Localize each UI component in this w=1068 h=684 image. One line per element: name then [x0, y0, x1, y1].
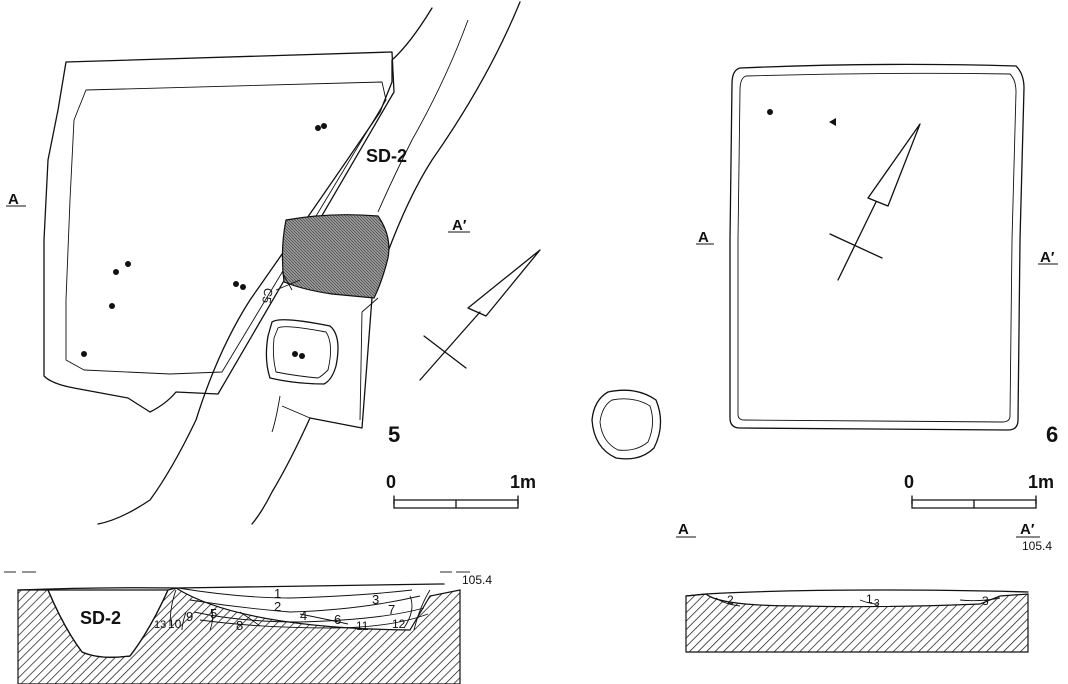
artifact-dot	[299, 353, 305, 359]
layer-label: 10	[168, 617, 182, 631]
scale-zero: 0	[904, 472, 914, 492]
layer-label: 7	[388, 602, 395, 617]
section6-subsoil-hatch	[685, 593, 1029, 653]
ditch-sd2-left-edge	[97, 7, 433, 525]
ditch-sd2-inner-contour-2	[359, 297, 379, 421]
section-end-label: A′	[1020, 521, 1035, 538]
feature-c5-marker-a	[281, 271, 293, 291]
isolated-posthole	[591, 389, 662, 460]
figure-number: 5	[388, 422, 400, 447]
pit6-outer-outline	[729, 63, 1025, 431]
section5-surface	[17, 583, 445, 591]
feature-c5-label: C5	[259, 287, 276, 305]
feature-c5-marker-b	[275, 279, 301, 291]
layer-label: 1	[274, 586, 281, 601]
layer-label: 2	[274, 599, 281, 614]
artifact-dot	[240, 284, 246, 290]
scale-bar: 0 1m	[904, 472, 1054, 509]
north-arrow-icon	[419, 249, 541, 381]
ditch-sd2-inner-contour	[377, 19, 469, 213]
layer-label: 1	[866, 592, 873, 606]
section6-surface	[685, 589, 1029, 597]
section-end-label: A′	[452, 217, 467, 234]
scale-zero: 0	[386, 472, 396, 492]
scale-end: 1m	[510, 472, 536, 492]
section-start-label: A	[698, 229, 709, 246]
section6-profile: A A′ 105.4 2 1 3 3	[676, 521, 1052, 653]
layer-label: 8	[236, 618, 243, 633]
section5-profile: 105.4 SD-2 1 2 3 4 5 6 7 8 9 10 11 12 13	[4, 571, 492, 684]
scale-bar: 0 1m	[386, 472, 536, 509]
layer-label: 12	[392, 617, 406, 631]
ditch-sd2-label: SD-2	[366, 146, 407, 166]
ditch-sd2-label: SD-2	[80, 608, 121, 628]
figure5-plan: C5 SD-2 A A′ 5	[6, 1, 541, 525]
layer-label: 11	[356, 619, 369, 633]
ditch-lower-edge	[271, 395, 311, 433]
layer-label: 2	[727, 593, 734, 607]
figure-number: 6	[1046, 422, 1058, 447]
north-arrow-icon	[829, 123, 921, 281]
layer-label: 3	[982, 594, 989, 608]
posthole-inner	[272, 326, 331, 379]
artifact-triangle	[829, 118, 836, 126]
layer-label: 4	[300, 608, 307, 623]
artifact-dot	[315, 125, 321, 131]
posthole-outer	[265, 319, 339, 385]
feature-c5-shaded	[281, 214, 390, 299]
scale-end: 1m	[1028, 472, 1054, 492]
layer-label: 5	[210, 606, 217, 621]
artifact-dot	[81, 351, 87, 357]
layer-label: 9	[186, 609, 193, 624]
layer-label: 6	[334, 612, 341, 627]
layer-label: 3	[372, 592, 379, 607]
layer-label: 3	[874, 598, 880, 609]
section5-ditch-fill	[47, 589, 169, 658]
layer-label: 13	[154, 619, 166, 631]
section-end-label: A′	[1040, 249, 1055, 266]
artifact-dot	[292, 351, 298, 357]
artifact-dot	[321, 123, 327, 129]
figure6-plan: A A′ 6 0 1m	[696, 63, 1058, 509]
pit5-inner-outline	[65, 81, 387, 375]
section-start-label: A	[8, 191, 19, 208]
artifact-dot	[767, 109, 773, 115]
section-start-label: A	[678, 521, 689, 538]
pit6-inner-outline	[737, 72, 1017, 423]
artifact-dot	[125, 261, 131, 267]
artifact-dot	[113, 269, 119, 275]
pit5-outer-outline	[43, 51, 395, 413]
artifact-dot	[109, 303, 115, 309]
section5-elevation: 105.4	[462, 573, 492, 587]
artifact-dot	[233, 281, 239, 287]
section6-elevation: 105.4	[1022, 539, 1052, 553]
